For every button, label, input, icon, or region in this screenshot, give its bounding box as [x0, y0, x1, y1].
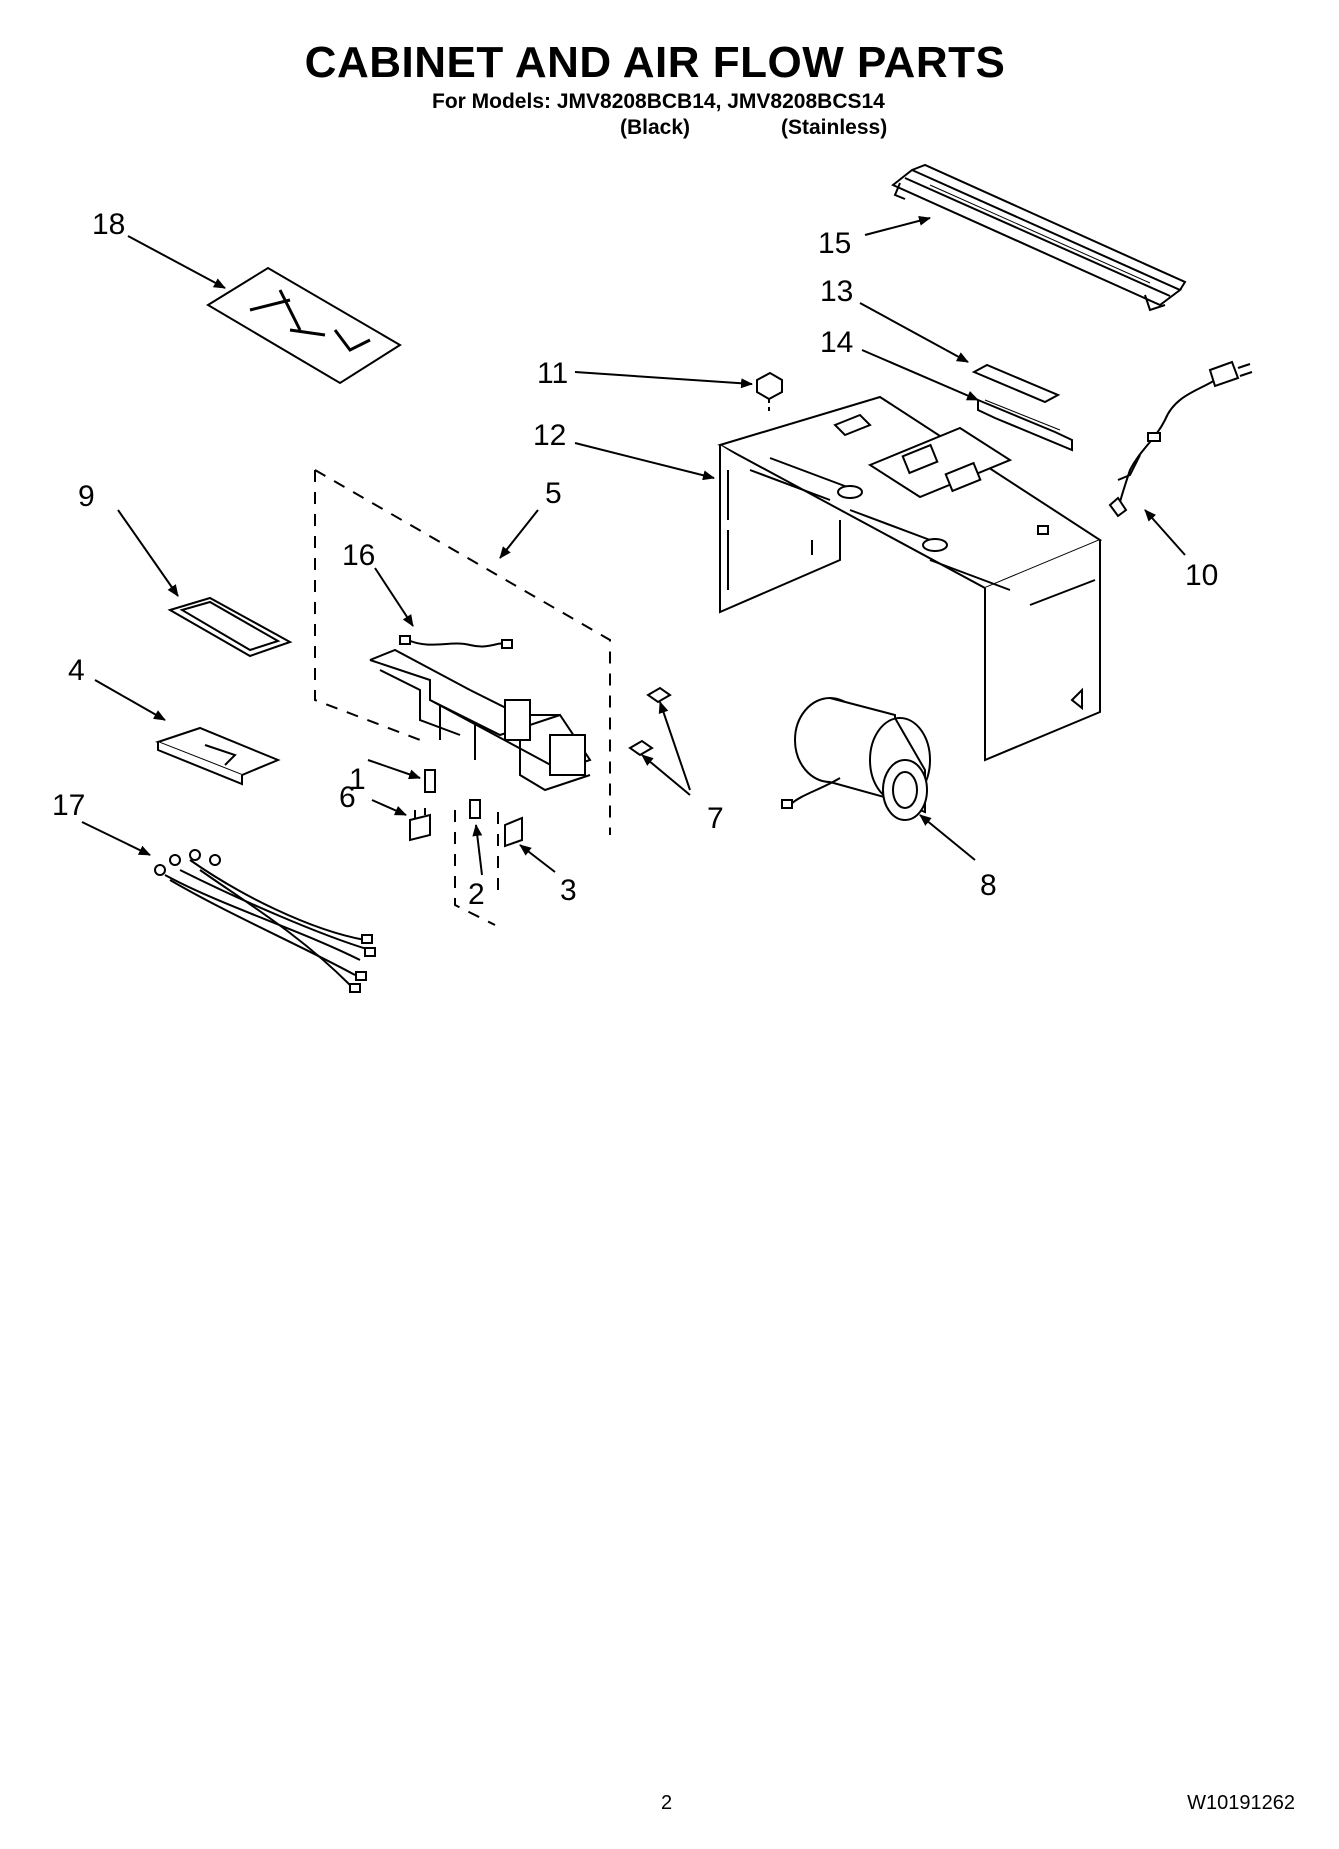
part-1-fuse	[424, 769, 436, 793]
arrow-13	[859, 302, 969, 363]
arrow-6	[371, 799, 407, 816]
page-number: 2	[661, 1792, 673, 1814]
arrow-7b	[641, 754, 691, 796]
arrow-5	[499, 509, 539, 559]
part-4-light-cover	[155, 726, 281, 786]
variant-stainless: (Stainless)	[781, 116, 888, 139]
arrow-3	[519, 844, 556, 873]
part-5-bracket-assembly	[314, 469, 611, 835]
callout-5: 5	[545, 477, 562, 510]
part-12-cabinet	[717, 395, 1103, 762]
arrow-8	[919, 814, 976, 861]
part-6-thermostat	[409, 808, 431, 842]
parts-2-3-dashed-group	[454, 810, 499, 926]
part-2-switch	[469, 799, 481, 819]
arrow-12	[574, 442, 715, 481]
arrow-4	[94, 679, 166, 721]
callout-11: 11	[537, 357, 568, 390]
callout-16: 16	[342, 539, 375, 572]
part-3-switch	[504, 816, 523, 848]
arrow-10	[1144, 509, 1186, 556]
callout-14: 14	[820, 326, 853, 359]
callout-6: 6	[339, 781, 356, 814]
callout-1: 1	[349, 763, 366, 796]
part-18-hardware-bag	[206, 266, 402, 385]
part-16-wire	[399, 635, 513, 649]
part-15-top-rail	[891, 163, 1187, 312]
page-title: CABINET AND AIR FLOW PARTS	[304, 38, 1006, 87]
callout-18: 18	[92, 208, 125, 241]
callout-10: 10	[1185, 559, 1218, 592]
callout-8: 8	[980, 869, 997, 902]
arrow-16	[374, 567, 414, 627]
arrow-18	[127, 235, 226, 289]
part-14-vent-filter	[977, 398, 1073, 452]
part-11-clip	[756, 371, 783, 412]
arrow-1	[367, 759, 421, 780]
callout-7: 7	[707, 802, 724, 835]
callout-17: 17	[52, 789, 85, 822]
arrow-7a	[658, 701, 691, 791]
arrow-17	[81, 821, 151, 856]
arrow-9	[117, 509, 179, 597]
models-line: For Models: JMV8208BCB14, JMV8208BCS14	[432, 90, 885, 113]
part-17-wire-harness	[154, 849, 376, 993]
part-7-clips	[628, 686, 672, 757]
variant-black: (Black)	[620, 116, 691, 139]
callout-12: 12	[533, 419, 566, 452]
part-8-blower-motor	[781, 697, 931, 821]
arrow-11	[574, 371, 753, 389]
arrow-2	[472, 824, 483, 876]
part-13-vent-plate	[971, 363, 1061, 404]
arrow-15	[864, 215, 931, 236]
part-9-filter	[167, 596, 293, 658]
leader-arrows	[81, 215, 1186, 876]
callout-labels: 1 2 3 4 5 6 7 8 9 10 11 12 13 14 15 16 1…	[52, 208, 1218, 911]
callout-3: 3	[560, 874, 577, 907]
callout-15: 15	[818, 227, 851, 260]
callout-13: 13	[820, 275, 853, 308]
document-number: W10191262	[1187, 1792, 1295, 1814]
callout-4: 4	[68, 654, 85, 687]
callout-9: 9	[78, 480, 95, 513]
arrow-14	[861, 349, 979, 401]
part-10-power-cord	[1108, 360, 1253, 518]
callout-2: 2	[468, 878, 485, 911]
